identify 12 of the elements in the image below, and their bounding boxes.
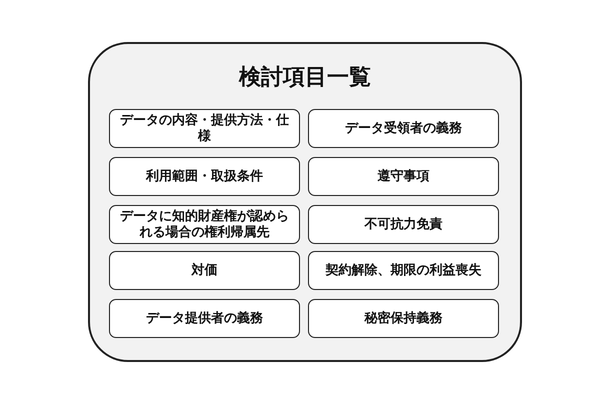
item-box: 遵守事項 <box>308 157 499 196</box>
item-box: データ受領者の義務 <box>308 109 499 148</box>
panel-background <box>88 42 522 362</box>
item-box: データに知的財産権が認められる場合の権利帰属先 <box>109 205 300 244</box>
item-box: 秘密保持義務 <box>308 299 499 338</box>
item-box: 契約解除、期限の利益喪失 <box>308 251 499 290</box>
item-box: 利用範囲・取扱条件 <box>109 157 300 196</box>
panel-heading: 検討項目一覧 <box>238 64 372 92</box>
item-box: データの内容・提供方法・仕様 <box>109 109 300 148</box>
item-box: データ提供者の義務 <box>109 299 300 338</box>
item-box: 不可抗力免責 <box>308 205 499 244</box>
item-box: 対価 <box>109 251 300 290</box>
